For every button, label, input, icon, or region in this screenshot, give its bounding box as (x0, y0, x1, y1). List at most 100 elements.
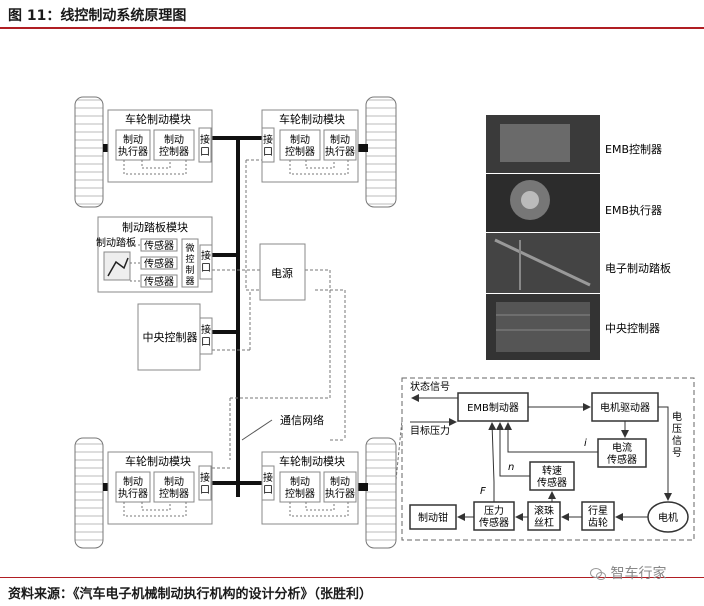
svg-text:齿轮: 齿轮 (588, 516, 608, 529)
svg-text:制动钳: 制动钳 (418, 511, 448, 524)
figure-header: 图 11：线控制动系统原理图 (0, 0, 704, 30)
svg-text:中央控制器: 中央控制器 (143, 330, 198, 344)
svg-text:接: 接 (200, 471, 210, 484)
planetary-gear-box (581, 501, 615, 531)
svg-text:执行器: 执行器 (325, 145, 355, 158)
photo-label-emb-controller: EMB控制器 (605, 142, 662, 156)
power-supply: 电源 (259, 243, 306, 301)
photo-panel (486, 115, 600, 360)
svg-text:接: 接 (201, 323, 211, 336)
wheel-bottom-left (74, 437, 104, 549)
svg-text:行星: 行星 (588, 504, 608, 517)
footer-rule (0, 577, 704, 578)
svg-text:微: 微 (185, 242, 194, 254)
svg-text:电源: 电源 (271, 266, 293, 280)
svg-text:制动: 制动 (123, 133, 143, 146)
header-rule (0, 27, 704, 29)
wheel-module-top-right: 车轮制动模块 接 口 制动 控制器 制动 执行器 (261, 109, 359, 183)
wheel-top-left (74, 96, 104, 208)
watermark: 智车行家 (590, 563, 666, 583)
svg-text:口: 口 (200, 147, 210, 158)
svg-text:i: i (584, 438, 587, 449)
wheel-module-bottom-left: 车轮制动模块 制动 执行器 制动 控制器 接 口 (107, 451, 213, 525)
current-sensor-box (597, 438, 647, 468)
svg-text:执行器: 执行器 (118, 487, 148, 500)
svg-text:电机驱动器: 电机驱动器 (600, 401, 650, 414)
module-title: 车轮制动模块 (125, 112, 191, 126)
svg-text:制动: 制动 (290, 133, 310, 146)
svg-text:通信网络: 通信网络 (280, 413, 324, 427)
svg-text:口: 口 (200, 485, 210, 496)
svg-text:制动: 制动 (164, 475, 184, 488)
svg-text:执行器: 执行器 (325, 487, 355, 500)
figure-title: 图 11：线控制动系统原理图 (8, 8, 187, 24)
svg-text:口: 口 (201, 337, 211, 348)
status-signal-label: 状态信号 (410, 380, 450, 393)
svg-text:接: 接 (263, 471, 273, 484)
svg-text:控制器: 控制器 (159, 145, 189, 158)
svg-text:制动: 制动 (123, 475, 143, 488)
svg-text:传感器: 传感器 (144, 257, 174, 270)
axle-br (356, 483, 368, 491)
svg-text:接: 接 (201, 249, 211, 262)
svg-text:执行器: 执行器 (118, 145, 148, 158)
svg-text:接: 接 (200, 133, 210, 146)
svg-text:F: F (480, 486, 486, 497)
svg-text:电流: 电流 (612, 441, 632, 454)
photo-label-central-controller: 中央控制器 (605, 321, 660, 335)
svg-text:号: 号 (672, 447, 682, 459)
svg-text:接: 接 (263, 133, 273, 146)
svg-text:电机: 电机 (658, 511, 678, 524)
comm-bus (211, 136, 262, 497)
svg-text:口: 口 (263, 485, 273, 496)
svg-text:丝杠: 丝杠 (534, 516, 554, 529)
comm-network-label: 通信网络 (241, 413, 324, 441)
svg-text:控制器: 控制器 (285, 145, 315, 158)
wechat-icon (590, 567, 606, 581)
svg-text:n: n (508, 462, 514, 473)
emb-detail: 状态信号 目标压力 EMB制动器 电机驱动器 电 压 信 号 电流 传感器 i … (395, 377, 695, 541)
svg-text:制动踏板模块: 制动踏板模块 (122, 220, 188, 234)
caliper-box (409, 504, 457, 530)
svg-text:车轮制动模块: 车轮制动模块 (125, 454, 191, 468)
svg-text:滚珠: 滚珠 (534, 504, 554, 517)
svg-text:制动: 制动 (290, 475, 310, 488)
watermark-text: 智车行家 (610, 566, 667, 582)
voltage-signal-label: 电 (672, 410, 682, 423)
svg-text:制动: 制动 (164, 133, 184, 146)
svg-text:传感器: 传感器 (479, 516, 509, 529)
svg-text:传感器: 传感器 (144, 239, 174, 252)
svg-text:车轮制动模块: 车轮制动模块 (279, 112, 345, 126)
target-pressure-label: 目标压力 (410, 424, 450, 437)
svg-text:控制器: 控制器 (159, 487, 189, 500)
photo-label-emb-actuator: EMB执行器 (605, 203, 662, 217)
svg-text:制: 制 (185, 264, 194, 276)
svg-text:压力: 压力 (484, 504, 504, 517)
svg-text:传感器: 传感器 (144, 275, 174, 288)
svg-text:传感器: 传感器 (607, 453, 637, 466)
wheel-top-right (365, 96, 397, 208)
svg-text:制动踏板: 制动踏板 (96, 236, 136, 249)
ball-screw-box (527, 501, 561, 531)
svg-text:EMB制动器: EMB制动器 (467, 401, 519, 414)
power-wiring (212, 159, 346, 469)
svg-text:控制器: 控制器 (285, 487, 315, 500)
wheel-module-bottom-right: 车轮制动模块 接 口 制动 控制器 制动 执行器 (261, 451, 359, 525)
wheel-bottom-right (365, 437, 397, 549)
svg-text:器: 器 (185, 276, 194, 287)
svg-text:信: 信 (672, 435, 682, 447)
svg-text:压: 压 (672, 423, 682, 435)
wheel-module-top-left: 车轮制动模块 制动 执行器 制动 控制器 接 口 (107, 109, 213, 183)
svg-text:口: 口 (201, 263, 211, 274)
svg-text:传感器: 传感器 (537, 476, 567, 489)
axle-tr (356, 144, 368, 152)
svg-text:车轮制动模块: 车轮制动模块 (279, 454, 345, 468)
source-note: 资料来源：《汽车电子机械制动执行机构的设计分析》（张胜利） (8, 587, 373, 602)
svg-text:控: 控 (185, 253, 194, 265)
svg-text:转速: 转速 (542, 464, 562, 477)
svg-text:口: 口 (263, 147, 273, 158)
svg-text:制动: 制动 (330, 133, 350, 146)
central-controller: 中央控制器 接 口 (137, 303, 213, 371)
svg-text:制动: 制动 (330, 475, 350, 488)
